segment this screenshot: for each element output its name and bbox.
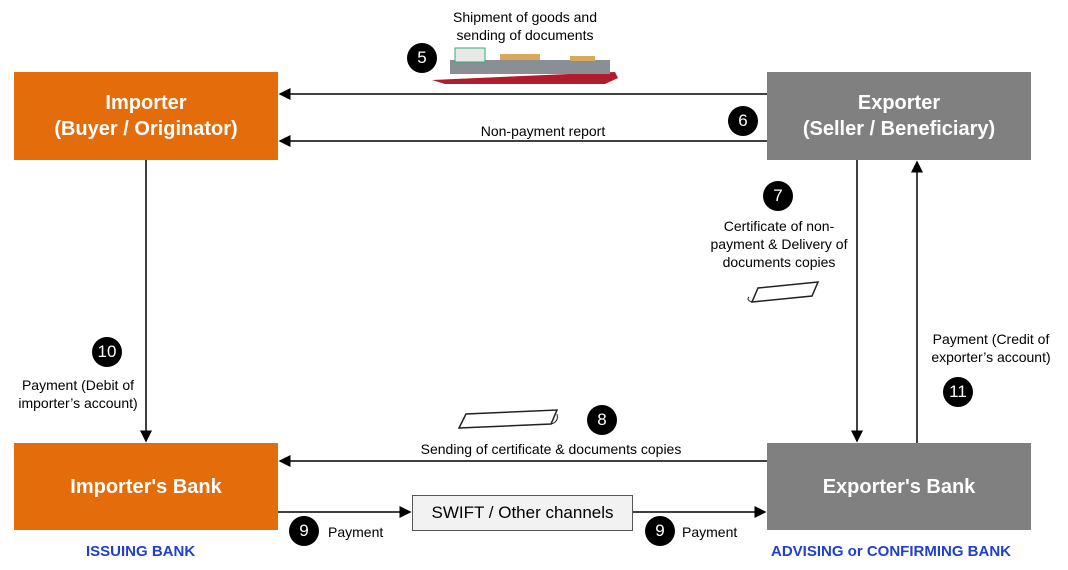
importer-bank-box: Importer's Bank bbox=[14, 443, 278, 530]
step-badge-7: 7 bbox=[763, 181, 793, 211]
step-badge-11: 11 bbox=[943, 377, 973, 407]
step-badge-6: 6 bbox=[728, 106, 758, 136]
advising-bank-label: ADVISING or CONFIRMING BANK bbox=[771, 543, 1011, 560]
importer-subtitle: (Buyer / Originator) bbox=[54, 118, 238, 140]
step-7-label: Certificate of non-payment & Delivery of… bbox=[710, 218, 848, 270]
swift-channel-box: SWIFT / Other channels bbox=[412, 495, 633, 531]
step-badge-9a: 9 bbox=[289, 516, 319, 546]
document-scroll-icon bbox=[457, 409, 559, 429]
step-6-label: Non-payment report bbox=[480, 123, 606, 139]
step-9a-label: Payment bbox=[328, 524, 384, 540]
step-8-label: Sending of certificate & documents copie… bbox=[420, 441, 682, 457]
importer-title: Importer bbox=[105, 92, 187, 114]
step-badge-10: 10 bbox=[92, 337, 122, 367]
step-badge-5: 5 bbox=[407, 43, 437, 73]
exporter-title: Exporter bbox=[857, 92, 941, 114]
exporter-box: Exporter (Seller / Beneficiary) bbox=[767, 72, 1031, 160]
ship-icon bbox=[432, 47, 618, 84]
document-scroll-icon bbox=[747, 281, 820, 303]
step-badge-8: 8 bbox=[587, 405, 617, 435]
importer-bank-title: Importer's Bank bbox=[70, 475, 222, 498]
step-9b-label: Payment bbox=[682, 524, 738, 540]
exporter-subtitle: (Seller / Beneficiary) bbox=[802, 118, 996, 140]
exporter-bank-title: Exporter's Bank bbox=[822, 475, 976, 498]
issuing-bank-label: ISSUING BANK bbox=[86, 543, 196, 560]
exporter-bank-box: Exporter's Bank bbox=[767, 443, 1031, 530]
importer-box: Importer (Buyer / Originator) bbox=[14, 72, 278, 160]
step-badge-9b: 9 bbox=[645, 516, 675, 546]
